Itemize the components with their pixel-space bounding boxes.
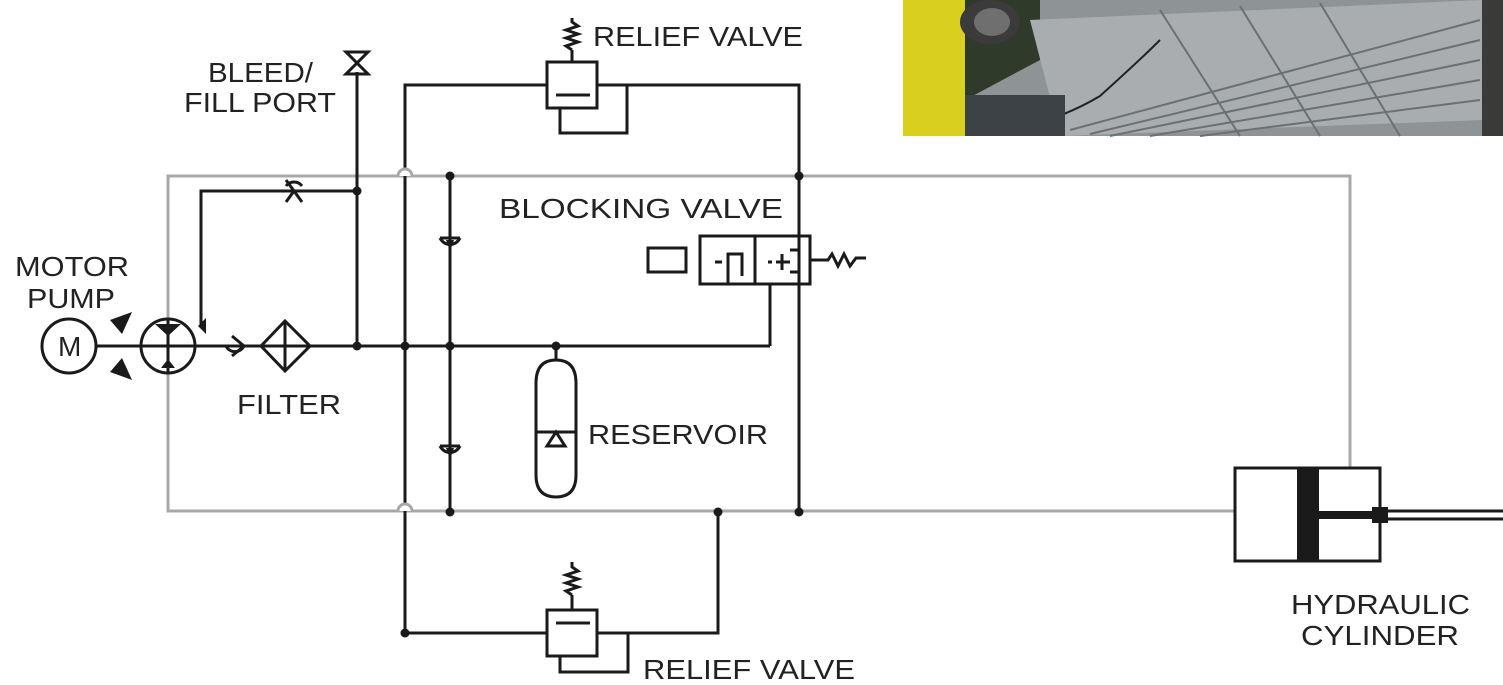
junction-dots	[352, 171, 804, 638]
hydraulic-label: HYDRAULIC	[1291, 589, 1470, 620]
fill-port-label: FILL PORT	[184, 87, 336, 118]
cylinder-label: CYLINDER	[1301, 620, 1459, 651]
reservoir-label: RESERVOIR	[588, 419, 768, 450]
motor-symbol-m: M	[58, 331, 81, 362]
filter-label: FILTER	[237, 389, 341, 420]
motor-label: MOTOR	[15, 251, 129, 282]
pump-label: PUMP	[27, 283, 115, 314]
bleed-label: BLEED/	[208, 57, 313, 88]
blocking-valve-label: BLOCKING VALVE	[499, 193, 783, 224]
filled-symbols	[110, 240, 1388, 561]
relief-valve-bottom-label: RELIEF VALVE	[643, 654, 855, 685]
return-lines	[166, 174, 1352, 513]
relief-valve-top-label: RELIEF VALVE	[593, 21, 803, 52]
photo-inset	[903, 0, 1503, 137]
